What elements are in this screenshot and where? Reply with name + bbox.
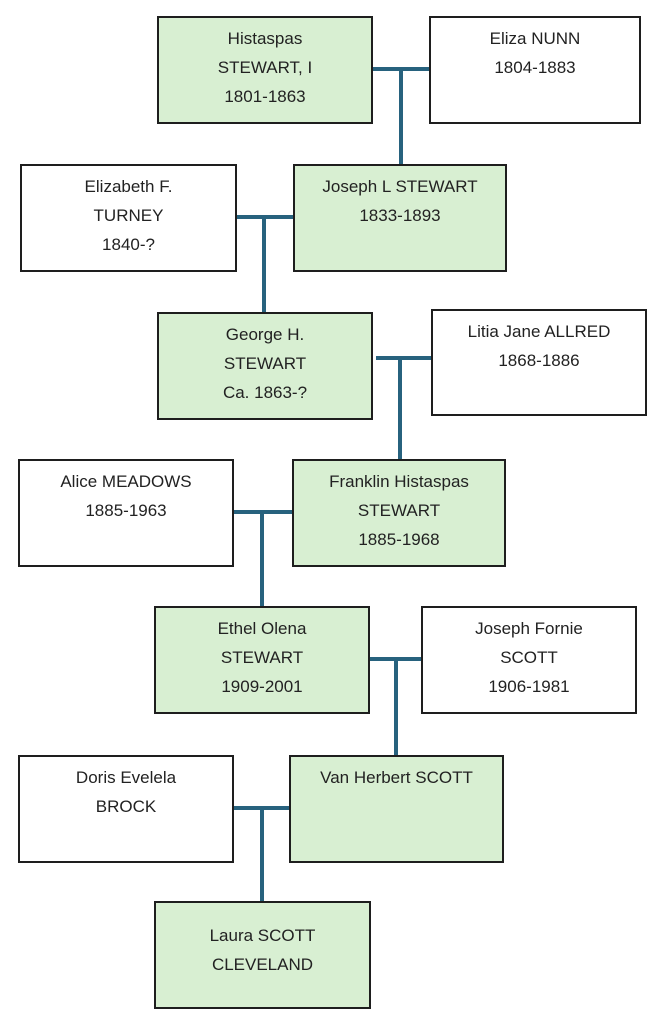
person-line: George H. bbox=[225, 325, 305, 344]
person-laura: Laura SCOTT CLEVELAND bbox=[154, 901, 371, 1009]
person-line: STEWART bbox=[223, 354, 307, 373]
person-elizabeth: Elizabeth F. TURNEY 1840-? bbox=[20, 164, 237, 272]
person-line: 1885-1968 bbox=[358, 530, 440, 549]
person-line: CLEVELAND bbox=[211, 955, 314, 974]
person-line: Elizabeth F. bbox=[84, 177, 173, 196]
person-line: 1909-2001 bbox=[221, 677, 303, 696]
person-line: 1833-1893 bbox=[359, 206, 441, 225]
person-line: BROCK bbox=[95, 797, 157, 816]
person-line: 1906-1981 bbox=[488, 677, 570, 696]
person-line: Histaspas bbox=[227, 29, 303, 48]
descent-connector bbox=[260, 806, 264, 902]
descent-connector bbox=[394, 657, 398, 756]
person-line: Joseph Fornie bbox=[475, 619, 583, 638]
person-line: 1885-1963 bbox=[85, 501, 167, 520]
person-eliza: Eliza NUNN 1804-1883 bbox=[429, 16, 641, 124]
descent-connector bbox=[399, 67, 403, 165]
person-line: Joseph L STEWART bbox=[322, 177, 478, 196]
person-line: 1804-1883 bbox=[494, 58, 576, 77]
descent-connector bbox=[262, 215, 266, 313]
person-joseph-l: Joseph L STEWART 1833-1893 bbox=[293, 164, 507, 272]
person-line: STEWART bbox=[220, 648, 304, 667]
person-line: Ethel Olena bbox=[217, 619, 307, 638]
person-line: SCOTT bbox=[500, 648, 558, 667]
person-line: Laura SCOTT bbox=[209, 926, 316, 945]
person-line: Franklin Histaspas bbox=[329, 472, 469, 491]
person-line: Alice MEADOWS bbox=[60, 472, 192, 491]
person-franklin: Franklin Histaspas STEWART 1885-1968 bbox=[292, 459, 506, 567]
person-line: 1868-1886 bbox=[498, 351, 580, 370]
person-line: Litia Jane ALLRED bbox=[467, 322, 611, 341]
marriage-connector bbox=[376, 356, 432, 360]
person-histaspas: Histaspas STEWART, I 1801-1863 bbox=[157, 16, 373, 124]
person-george: George H. STEWART Ca. 1863-? bbox=[157, 312, 373, 420]
person-litia: Litia Jane ALLRED 1868-1886 bbox=[431, 309, 647, 416]
descent-connector bbox=[398, 356, 402, 460]
person-line: Ca. 1863-? bbox=[222, 383, 308, 402]
person-doris: Doris Evelela BROCK bbox=[18, 755, 234, 863]
person-ethel: Ethel Olena STEWART 1909-2001 bbox=[154, 606, 370, 714]
person-line: TURNEY bbox=[93, 206, 164, 225]
person-alice: Alice MEADOWS 1885-1963 bbox=[18, 459, 234, 567]
person-line: Eliza NUNN bbox=[489, 29, 581, 48]
person-line: STEWART, I bbox=[217, 58, 313, 77]
descent-connector bbox=[260, 510, 264, 607]
person-line: 1801-1863 bbox=[224, 87, 306, 106]
person-line: STEWART bbox=[357, 501, 441, 520]
person-line: Doris Evelela bbox=[75, 768, 177, 787]
person-van: Van Herbert SCOTT bbox=[289, 755, 504, 863]
person-line: Van Herbert SCOTT bbox=[320, 768, 473, 787]
person-joseph-f: Joseph Fornie SCOTT 1906-1981 bbox=[421, 606, 637, 714]
person-line: 1840-? bbox=[102, 235, 155, 254]
